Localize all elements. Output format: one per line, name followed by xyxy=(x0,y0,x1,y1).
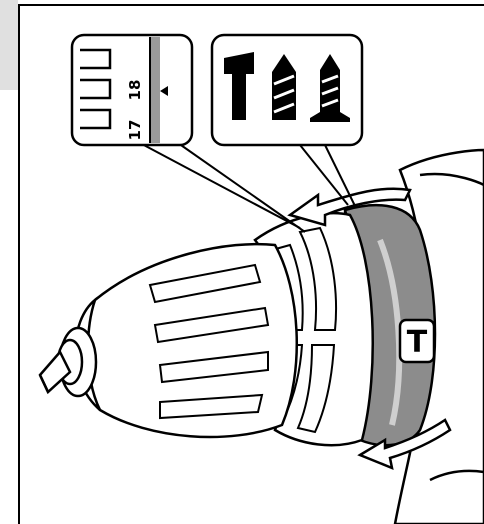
scale-label-18: 18 xyxy=(126,80,144,101)
scale-indicator-triangle xyxy=(160,86,168,96)
screwdriving-icon xyxy=(224,52,254,120)
collar-mode-glyph: T xyxy=(407,325,428,360)
scale-grey-band xyxy=(150,37,160,143)
torque-scale-callout: 18 17 xyxy=(70,33,194,147)
wood-drill-bit-icon xyxy=(272,54,296,120)
figure-frame xyxy=(18,4,484,524)
scale-tick-marks xyxy=(80,48,112,130)
mode-symbols-callout xyxy=(210,33,364,147)
rotate-reverse-arrow xyxy=(357,418,452,471)
collar-mode-window xyxy=(398,318,436,364)
rotate-forward-arrow xyxy=(287,187,412,227)
chuck-sleeve xyxy=(38,242,299,439)
callout-leaders xyxy=(139,142,357,233)
rotation-arrows xyxy=(287,187,452,471)
scale-label-17: 17 xyxy=(126,120,144,141)
masonry-drill-bit-icon xyxy=(310,54,350,122)
page-corner-tab xyxy=(0,0,18,90)
